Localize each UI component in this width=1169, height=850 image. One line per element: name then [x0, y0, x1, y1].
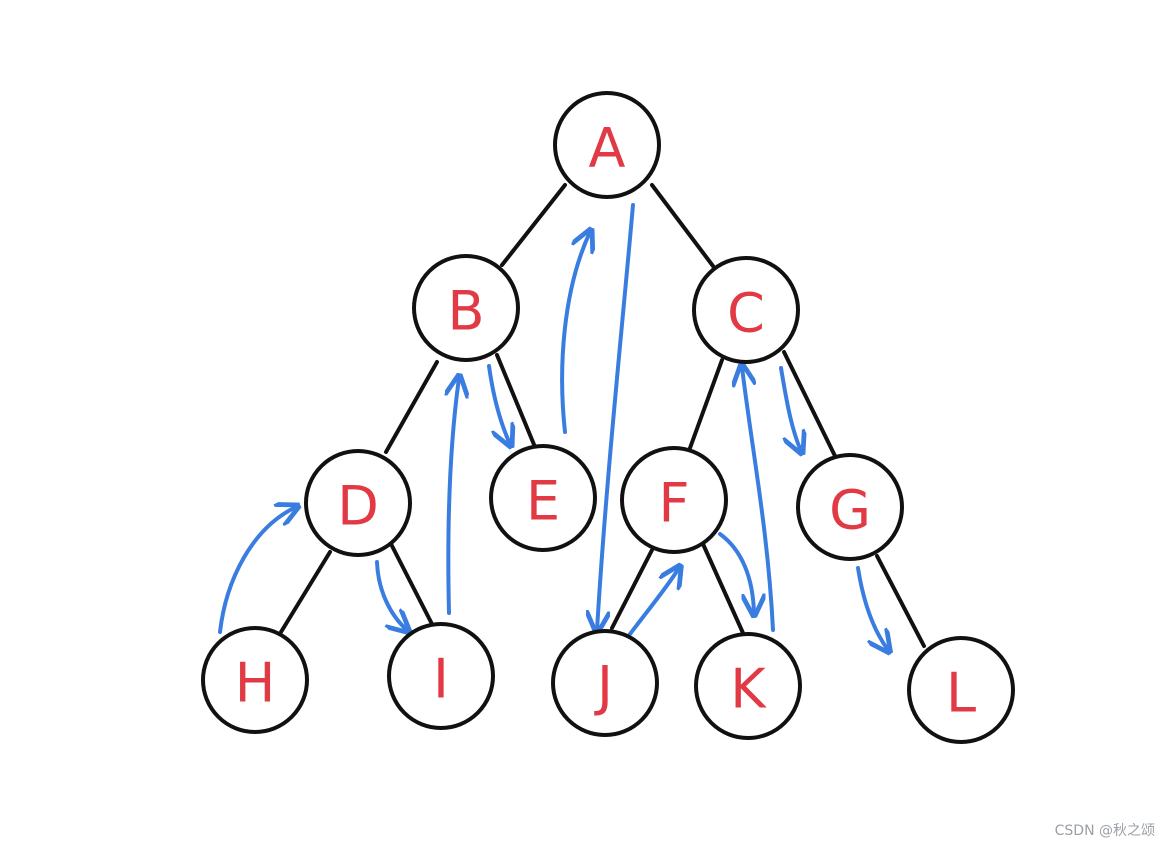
arrow-a-to-j	[597, 203, 635, 630]
node-d-label: D	[337, 475, 379, 538]
arrow-b-to-e	[487, 364, 510, 444]
arrow-h-to-d	[218, 507, 296, 634]
edge-b-e	[495, 353, 537, 449]
node-g-label: G	[829, 479, 871, 542]
arrow-e-to-a	[560, 232, 590, 434]
node-e: E	[489, 444, 597, 552]
edge-c-f	[688, 358, 724, 450]
arrow-g-to-l	[856, 566, 888, 650]
node-j-label: J	[594, 655, 613, 718]
edge-f-j	[610, 548, 654, 630]
node-g: G	[796, 453, 904, 561]
edge-f-k	[701, 542, 745, 635]
tree-edges	[279, 183, 926, 648]
edge-d-i	[388, 540, 435, 628]
tree-nodes: A B C D E F G H	[201, 91, 1015, 744]
node-a-label: A	[589, 117, 626, 180]
arrow-c-to-g	[779, 366, 801, 451]
node-f: F	[620, 446, 728, 554]
watermark: CSDN @秋之颂	[1054, 823, 1155, 839]
node-c: C	[692, 256, 800, 364]
node-j: J	[551, 629, 659, 737]
node-a: A	[553, 91, 661, 199]
node-i: I	[387, 622, 495, 730]
arrow-i-to-b	[448, 378, 459, 615]
node-i-label: I	[433, 648, 449, 711]
arrow-k-to-c	[742, 367, 775, 632]
edge-g-l	[875, 554, 926, 648]
node-h: H	[201, 626, 309, 734]
edge-b-d	[384, 360, 439, 454]
arrow-f-to-k	[718, 532, 754, 613]
edge-c-g	[782, 350, 837, 458]
edge-a-c	[650, 183, 718, 272]
node-l: L	[907, 636, 1015, 744]
node-k: K	[694, 632, 802, 740]
node-c-label: C	[727, 282, 765, 345]
node-b-label: B	[447, 280, 484, 343]
arrow-d-to-i	[375, 560, 407, 630]
node-e-label: E	[526, 470, 560, 533]
node-l-label: L	[946, 662, 976, 725]
node-d: D	[304, 449, 412, 557]
edge-d-h	[279, 550, 332, 634]
node-k-label: K	[730, 658, 767, 721]
node-f-label: F	[658, 472, 689, 535]
traversal-arrows	[218, 203, 888, 650]
node-h-label: H	[235, 652, 276, 715]
arrow-j-to-f	[628, 568, 679, 636]
node-b: B	[412, 254, 520, 362]
edge-a-b	[500, 183, 567, 267]
